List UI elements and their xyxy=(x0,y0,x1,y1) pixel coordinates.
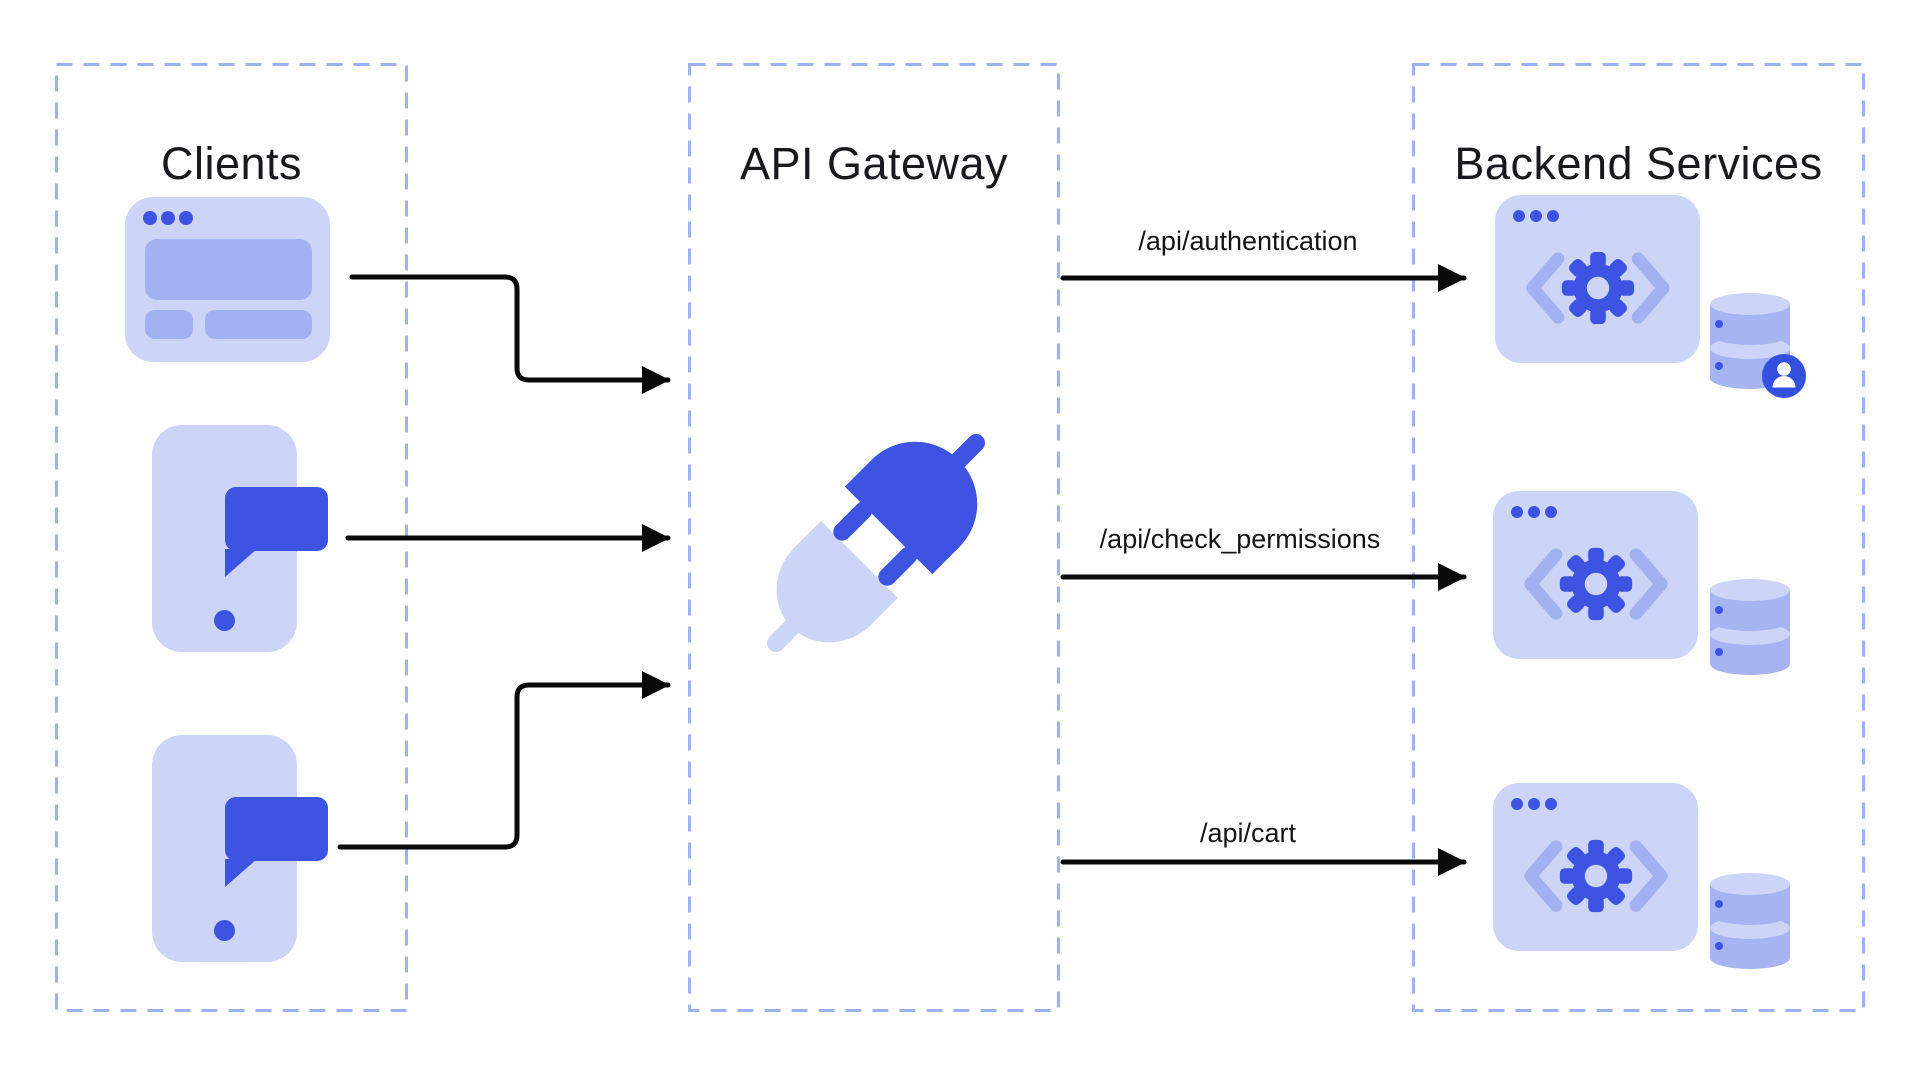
mobile-chat-client-icon xyxy=(152,425,328,652)
panel-clients: Clients xyxy=(55,63,408,1012)
code-gear-glyph xyxy=(1524,547,1668,621)
panel-title-clients: Clients xyxy=(160,138,303,189)
phone-home-dot xyxy=(214,610,235,631)
browser-button-block xyxy=(205,310,312,339)
service-group-cart xyxy=(1493,783,1823,993)
route-label-authentication: /api/authentication xyxy=(1138,226,1358,256)
browser-dot-icon xyxy=(179,211,193,225)
plug-connector-icon xyxy=(766,434,985,653)
phone-home-dot xyxy=(214,920,235,941)
database-icon xyxy=(1710,579,1790,675)
service-group-authentication xyxy=(1495,195,1825,405)
route-label-check-permissions: /api/check_permissions xyxy=(1099,524,1381,554)
browser-button-block xyxy=(145,310,193,339)
code-gear-window-icon xyxy=(1495,195,1700,363)
browser-dot-icon xyxy=(143,211,157,225)
code-gear-glyph xyxy=(1526,251,1670,325)
code-gear-window-icon xyxy=(1493,783,1698,951)
mobile-chat-client-icon xyxy=(152,735,328,962)
chat-bubble-tail xyxy=(225,859,257,887)
web-browser-client-icon xyxy=(125,197,330,362)
code-gear-window-icon xyxy=(1493,491,1698,659)
browser-content-block xyxy=(145,239,312,300)
code-gear-glyph xyxy=(1524,839,1668,913)
chat-bubble-tail xyxy=(225,549,257,577)
database-icon xyxy=(1710,293,1806,398)
chat-bubble-icon xyxy=(225,797,328,861)
chat-bubble-icon xyxy=(225,487,328,551)
database-icon xyxy=(1710,873,1790,969)
panel-api-gateway: API Gateway xyxy=(688,63,1060,1012)
service-group-check-permissions xyxy=(1493,491,1823,701)
panel-title-api-gateway: API Gateway xyxy=(739,138,1009,189)
user-badge-icon xyxy=(1762,354,1806,398)
route-label-cart: /api/cart xyxy=(1199,818,1297,848)
browser-dot-icon xyxy=(161,211,175,225)
panel-title-backend-services: Backend Services xyxy=(1454,138,1823,189)
